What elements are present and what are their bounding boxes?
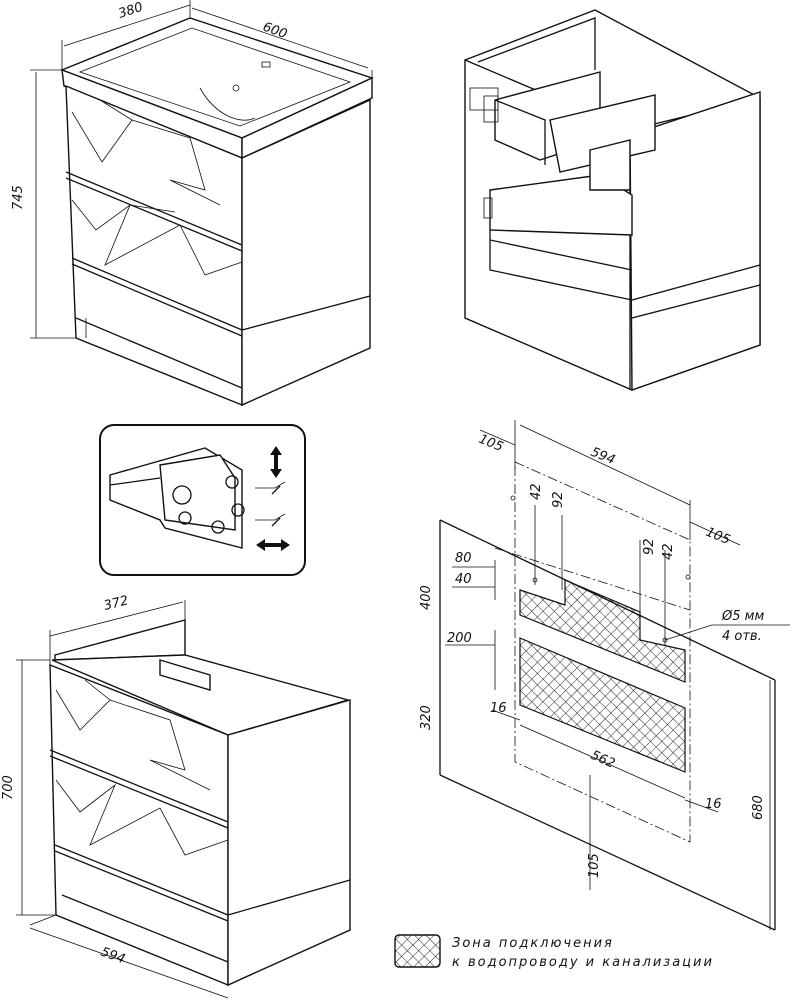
- dim-left-92: 92: [551, 491, 566, 508]
- dim-right-16: 16: [705, 797, 722, 812]
- dim-680: 680: [751, 795, 766, 820]
- dim-height-700: 700: [1, 775, 16, 800]
- dim-right-105: 105: [704, 525, 733, 548]
- vertical-adjust-arrow-icon: [270, 446, 282, 478]
- wall-mounting-scheme: 594 105 105 42 92 92 42 400 80 40 200 32…: [419, 420, 790, 931]
- horizontal-adjust-arrow-icon: [256, 539, 290, 551]
- dim-overall-594: 594: [589, 445, 618, 468]
- dim-height-745: 745: [11, 185, 26, 210]
- dim-320: 320: [419, 705, 434, 730]
- hole-diameter-label: Ø5 мм: [721, 609, 764, 624]
- vanity-cabinet-view: 372 700 594: [1, 593, 351, 999]
- dim-depth-380: 380: [117, 0, 145, 22]
- vanity-with-basin-view: 380 600 745: [11, 0, 374, 407]
- dim-depth-372: 372: [102, 593, 130, 614]
- connection-zone-lower: [519, 637, 686, 773]
- dim-width-600: 600: [261, 20, 289, 43]
- legend-line-2: к водопроводу и канализации: [452, 955, 714, 970]
- dim-400: 400: [419, 585, 434, 610]
- dim-40: 40: [455, 572, 472, 587]
- dim-right-92: 92: [642, 538, 657, 555]
- legend-line-1: Зона подключения: [452, 936, 614, 951]
- dim-80: 80: [455, 551, 472, 566]
- dim-width-594: 594: [99, 945, 127, 968]
- hatch-swatch: [394, 934, 441, 968]
- legend: Зона подключения к водопроводу и канализ…: [394, 934, 714, 970]
- dim-200: 200: [447, 631, 472, 646]
- cabinet-frame-view: [464, 9, 761, 391]
- dim-562: 562: [588, 748, 617, 772]
- mounting-hardware-inset: [99, 424, 306, 576]
- dim-right-42: 42: [661, 543, 676, 560]
- dim-left-16: 16: [490, 701, 507, 716]
- dim-left-42: 42: [529, 483, 544, 500]
- dim-floor-105: 105: [587, 853, 602, 878]
- hole-count-label: 4 отв.: [722, 629, 762, 644]
- dim-left-105: 105: [477, 432, 506, 455]
